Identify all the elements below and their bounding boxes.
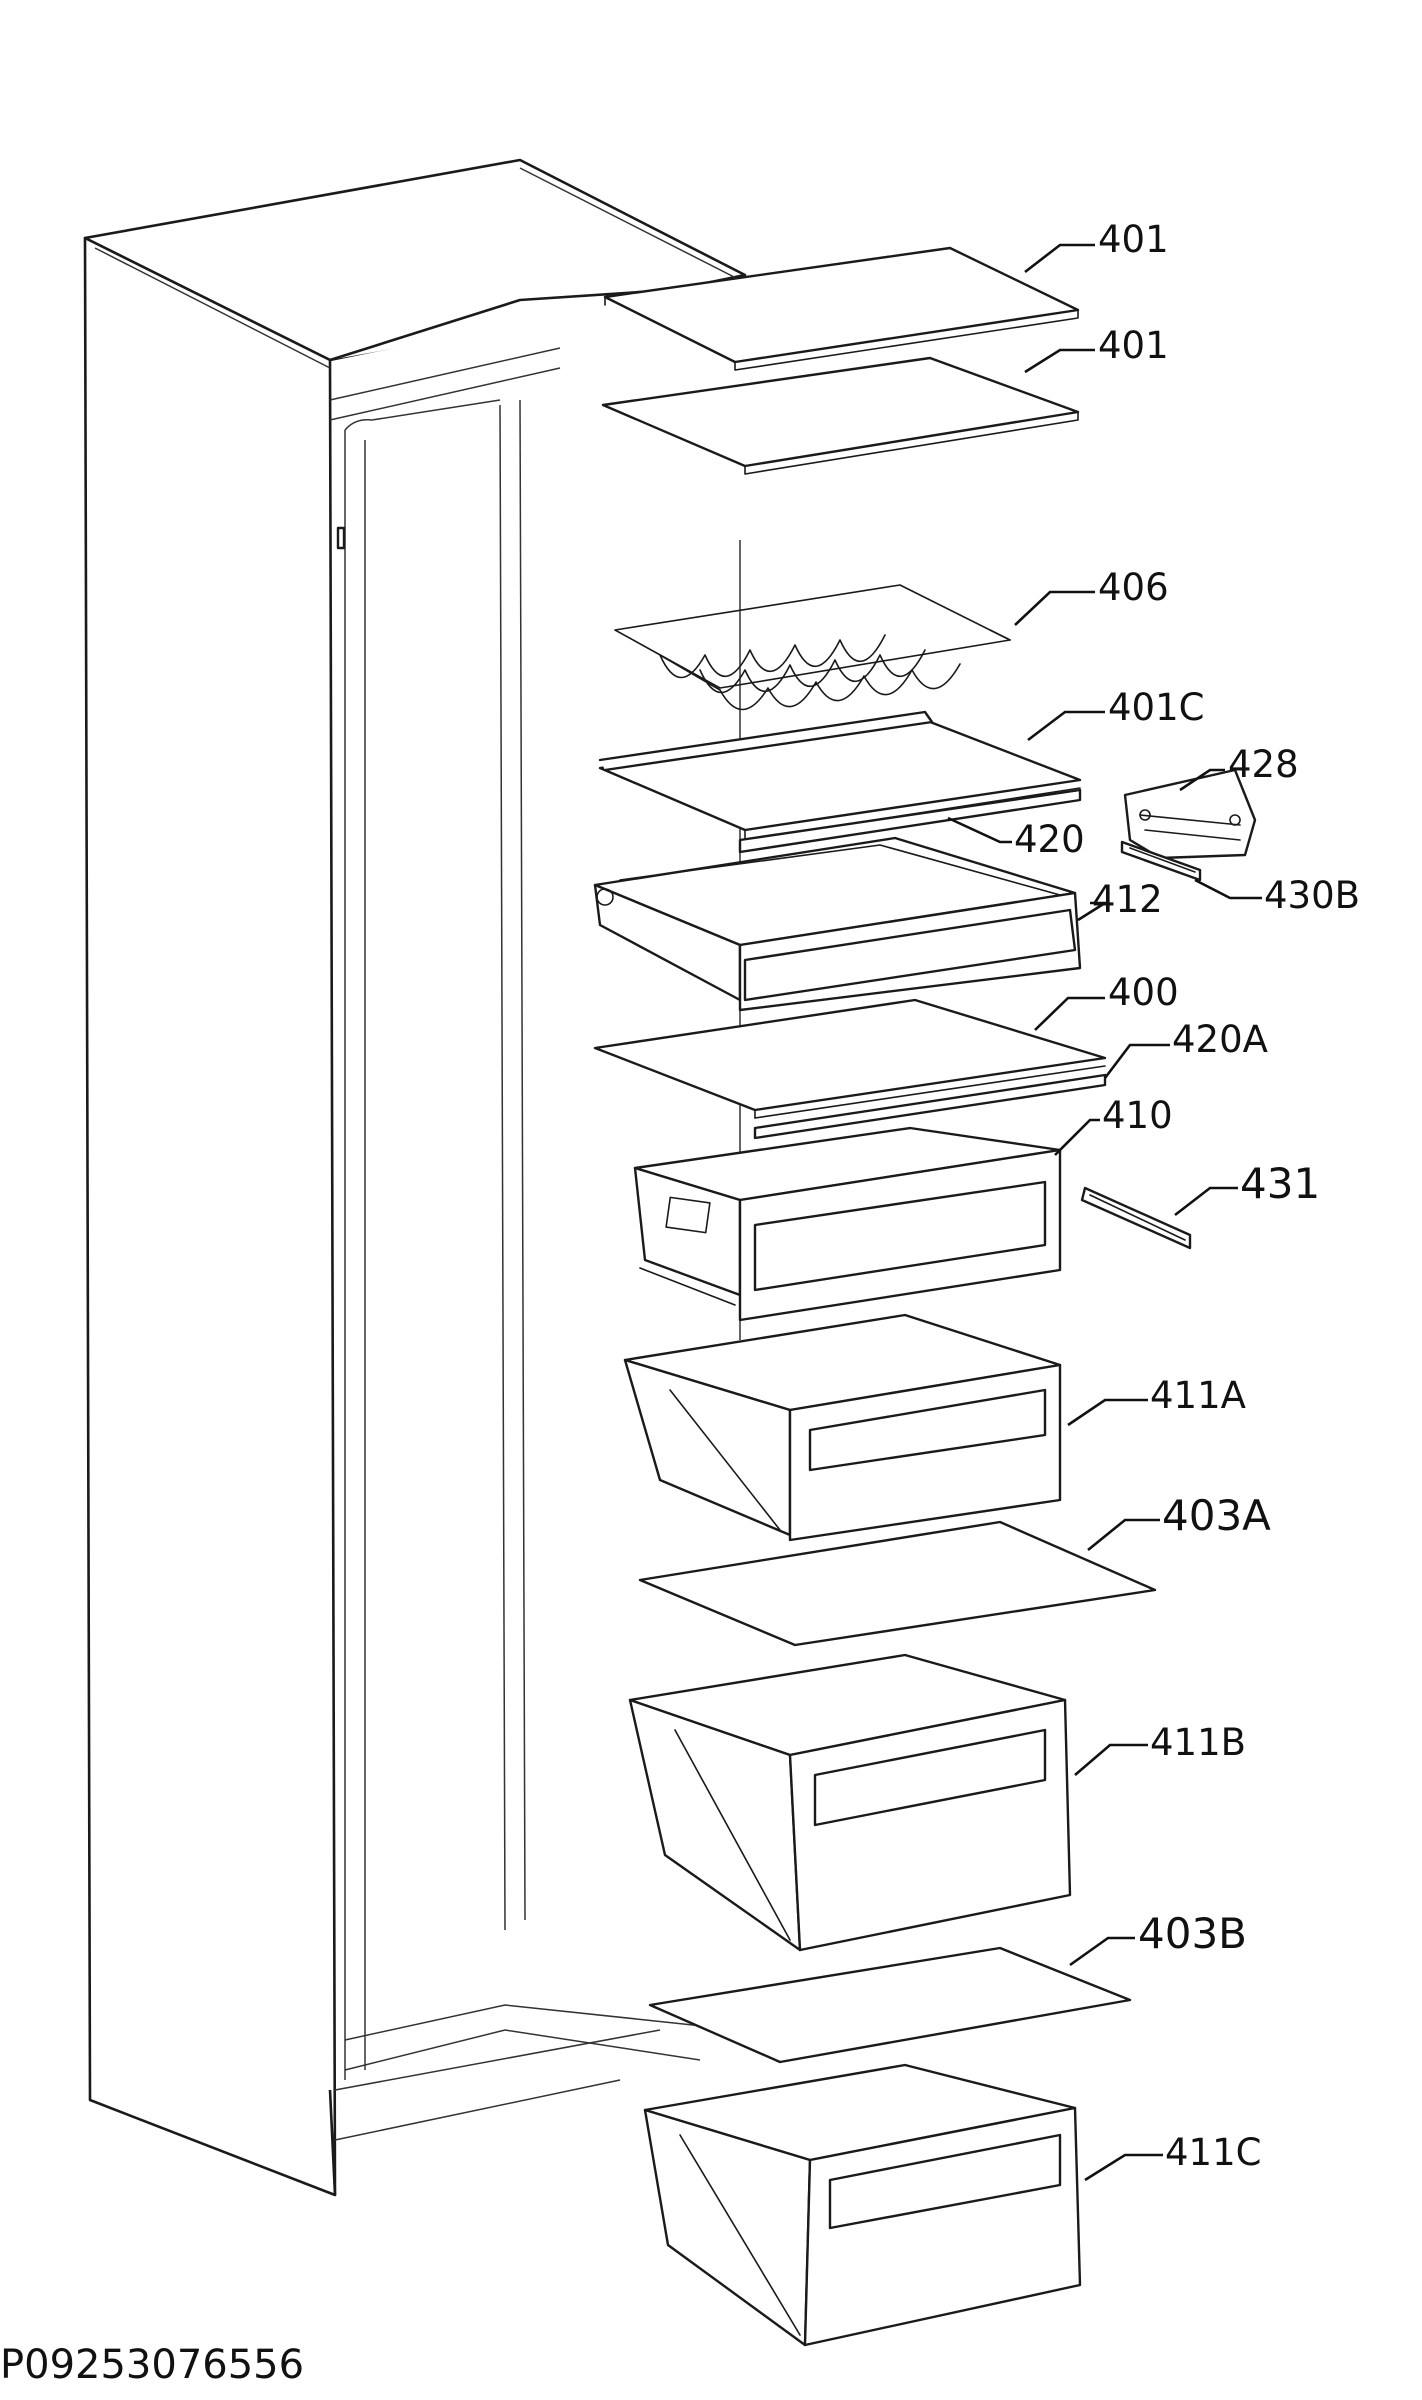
glass-shelf-401-second (601, 356, 1080, 475)
callout-401-second: 401 (1024, 324, 1169, 374)
callout-430B: 430B (1194, 874, 1360, 917)
callout-428: 428 (1179, 743, 1299, 792)
glass-panel-403B (648, 1946, 1132, 2064)
drawer-412 (593, 836, 1082, 1012)
callout-label: 401 (1098, 324, 1169, 367)
callout-label: 412 (1092, 878, 1163, 921)
callout-410: 410 (1054, 1094, 1173, 1156)
crisper-drawer-411B (628, 1653, 1072, 1952)
callout-label: 400 (1108, 971, 1179, 1014)
callout-label: 406 (1098, 566, 1169, 609)
callout-label: 420A (1172, 1018, 1268, 1061)
callout-label: 401 (1098, 218, 1169, 261)
wine-rack-406 (614, 584, 1011, 711)
callout-label: 420 (1014, 818, 1085, 861)
callout-411C: 411C (1084, 2131, 1261, 2182)
callout-label: 403B (1138, 1909, 1247, 1958)
callout-label: 403A (1162, 1491, 1271, 1540)
callout-label: 411C (1165, 2131, 1261, 2174)
glass-shelf-401-top (603, 246, 1080, 371)
callout-label: 401C (1108, 686, 1204, 729)
callout-label: 431 (1240, 1159, 1320, 1208)
crisper-drawer-411A (623, 1313, 1062, 1542)
shelf-trim-420 (738, 788, 1082, 854)
shelf-trim-420A (753, 1073, 1107, 1140)
bracket-428 (1123, 768, 1257, 860)
callout-411A: 411A (1067, 1374, 1246, 1427)
callout-label: 428 (1228, 743, 1299, 786)
callout-label: 410 (1102, 1094, 1173, 1137)
callout-406: 406 (1014, 566, 1169, 626)
drawer-410 (633, 1126, 1062, 1322)
callout-411B: 411B (1074, 1721, 1246, 1776)
callout-403B: 403B (1069, 1909, 1247, 1967)
crisper-drawer-411C (643, 2063, 1082, 2347)
callout-401-top: 401 (1024, 218, 1169, 274)
callout-431: 431 (1174, 1159, 1320, 1217)
callout-label: 430B (1264, 874, 1360, 917)
callout-403A: 403A (1087, 1491, 1271, 1552)
glass-panel-400 (593, 998, 1107, 1119)
callout-420A: 420A (1103, 1018, 1268, 1079)
rail-430B (1120, 840, 1202, 882)
callout-401C: 401C (1027, 686, 1204, 742)
glass-shelf-401C (598, 710, 1082, 841)
callout-label: 411A (1150, 1374, 1246, 1417)
document-id: P09253076556 (0, 2342, 304, 2388)
rail-431 (1080, 1186, 1192, 1250)
callout-label: 411B (1150, 1721, 1246, 1764)
glass-panel-403A (638, 1520, 1157, 1647)
callout-412: 412 (1077, 878, 1163, 922)
callout-420: 420 (947, 816, 1085, 861)
callout-400: 400 (1034, 971, 1179, 1031)
